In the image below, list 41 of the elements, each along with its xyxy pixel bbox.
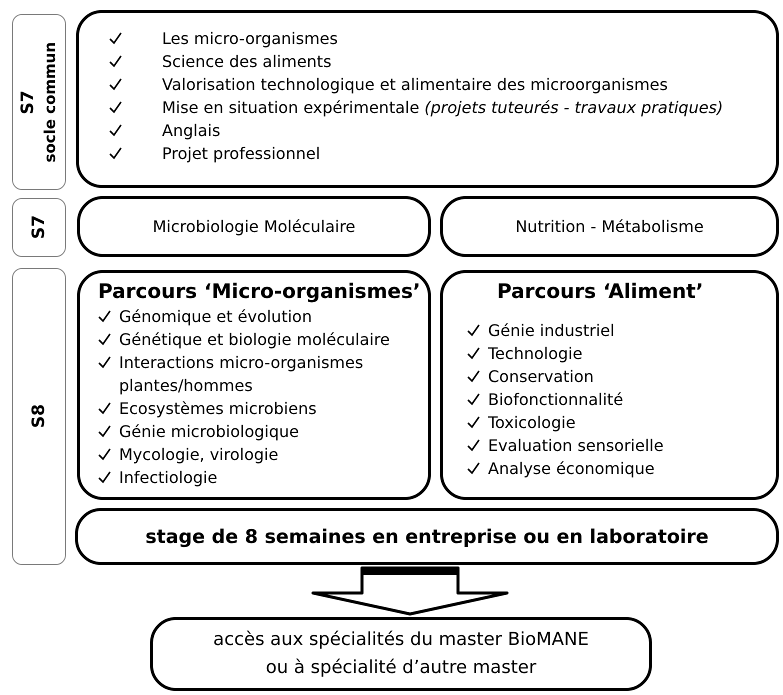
list-item: Interactions micro-organismes plantes/hommes: [119, 352, 364, 397]
box-text: Microbiologie Moléculaire: [152, 217, 356, 236]
list-item: Mise en situation expérimentale (projets tuteurés - travaux pratiques): [162, 97, 724, 119]
semester-label: S7: [28, 215, 50, 240]
semester-tab: [12, 268, 66, 565]
list-item: Génétique et biologie moléculaire: [119, 329, 390, 351]
list-item: Les micro-organismes: [162, 28, 338, 50]
module-box: [150, 617, 652, 691]
track-heading: Parcours ‘Aliment’: [497, 278, 704, 305]
list-item: Technologie: [488, 343, 582, 365]
list-item: Mycologie, virologie: [119, 444, 278, 466]
list-item: Génie microbiologique: [119, 421, 299, 443]
list-item: Analyse économique: [488, 458, 655, 480]
box-text: accès aux spécialités du master BioMANE ou à spécialité d’autre master: [212, 628, 590, 680]
semester-tab: [12, 198, 66, 257]
list-item: Conservation: [488, 366, 594, 388]
track-box: [440, 270, 779, 500]
track-heading: Parcours ‘Micro-organismes’: [98, 278, 422, 305]
semester-tab: [12, 14, 66, 190]
list-item: Science des aliments: [162, 51, 332, 73]
semester-label: socle commun: [40, 42, 60, 162]
list-item: Infectiologie: [119, 467, 218, 489]
module-box: [76, 10, 779, 188]
list-item: Ecosystèmes microbiens: [119, 398, 317, 420]
track-box: [77, 270, 431, 500]
internship-box: [75, 508, 779, 565]
box-text: Nutrition - Métabolisme: [515, 217, 704, 236]
semester-label: S7: [17, 88, 39, 116]
list-item: Biofonctionnalité: [488, 389, 624, 411]
list-item: Génie industriel: [488, 320, 615, 342]
semester-label: S8: [28, 404, 50, 429]
list-item: Génomique et évolution: [119, 306, 312, 328]
module-box: [77, 196, 431, 257]
list-item: Projet professionnel: [162, 143, 320, 165]
block-arrow: [312, 566, 508, 616]
module-box: [440, 196, 779, 257]
list-item: Anglais: [162, 120, 220, 142]
list-item: Valorisation technologique et alimentaire des microorganismes: [162, 74, 668, 96]
list-item: Toxicologie: [488, 412, 576, 434]
list-item: Evaluation sensorielle: [488, 435, 664, 457]
box-text: stage de 8 semaines en entreprise ou en laboratoire: [145, 526, 709, 548]
